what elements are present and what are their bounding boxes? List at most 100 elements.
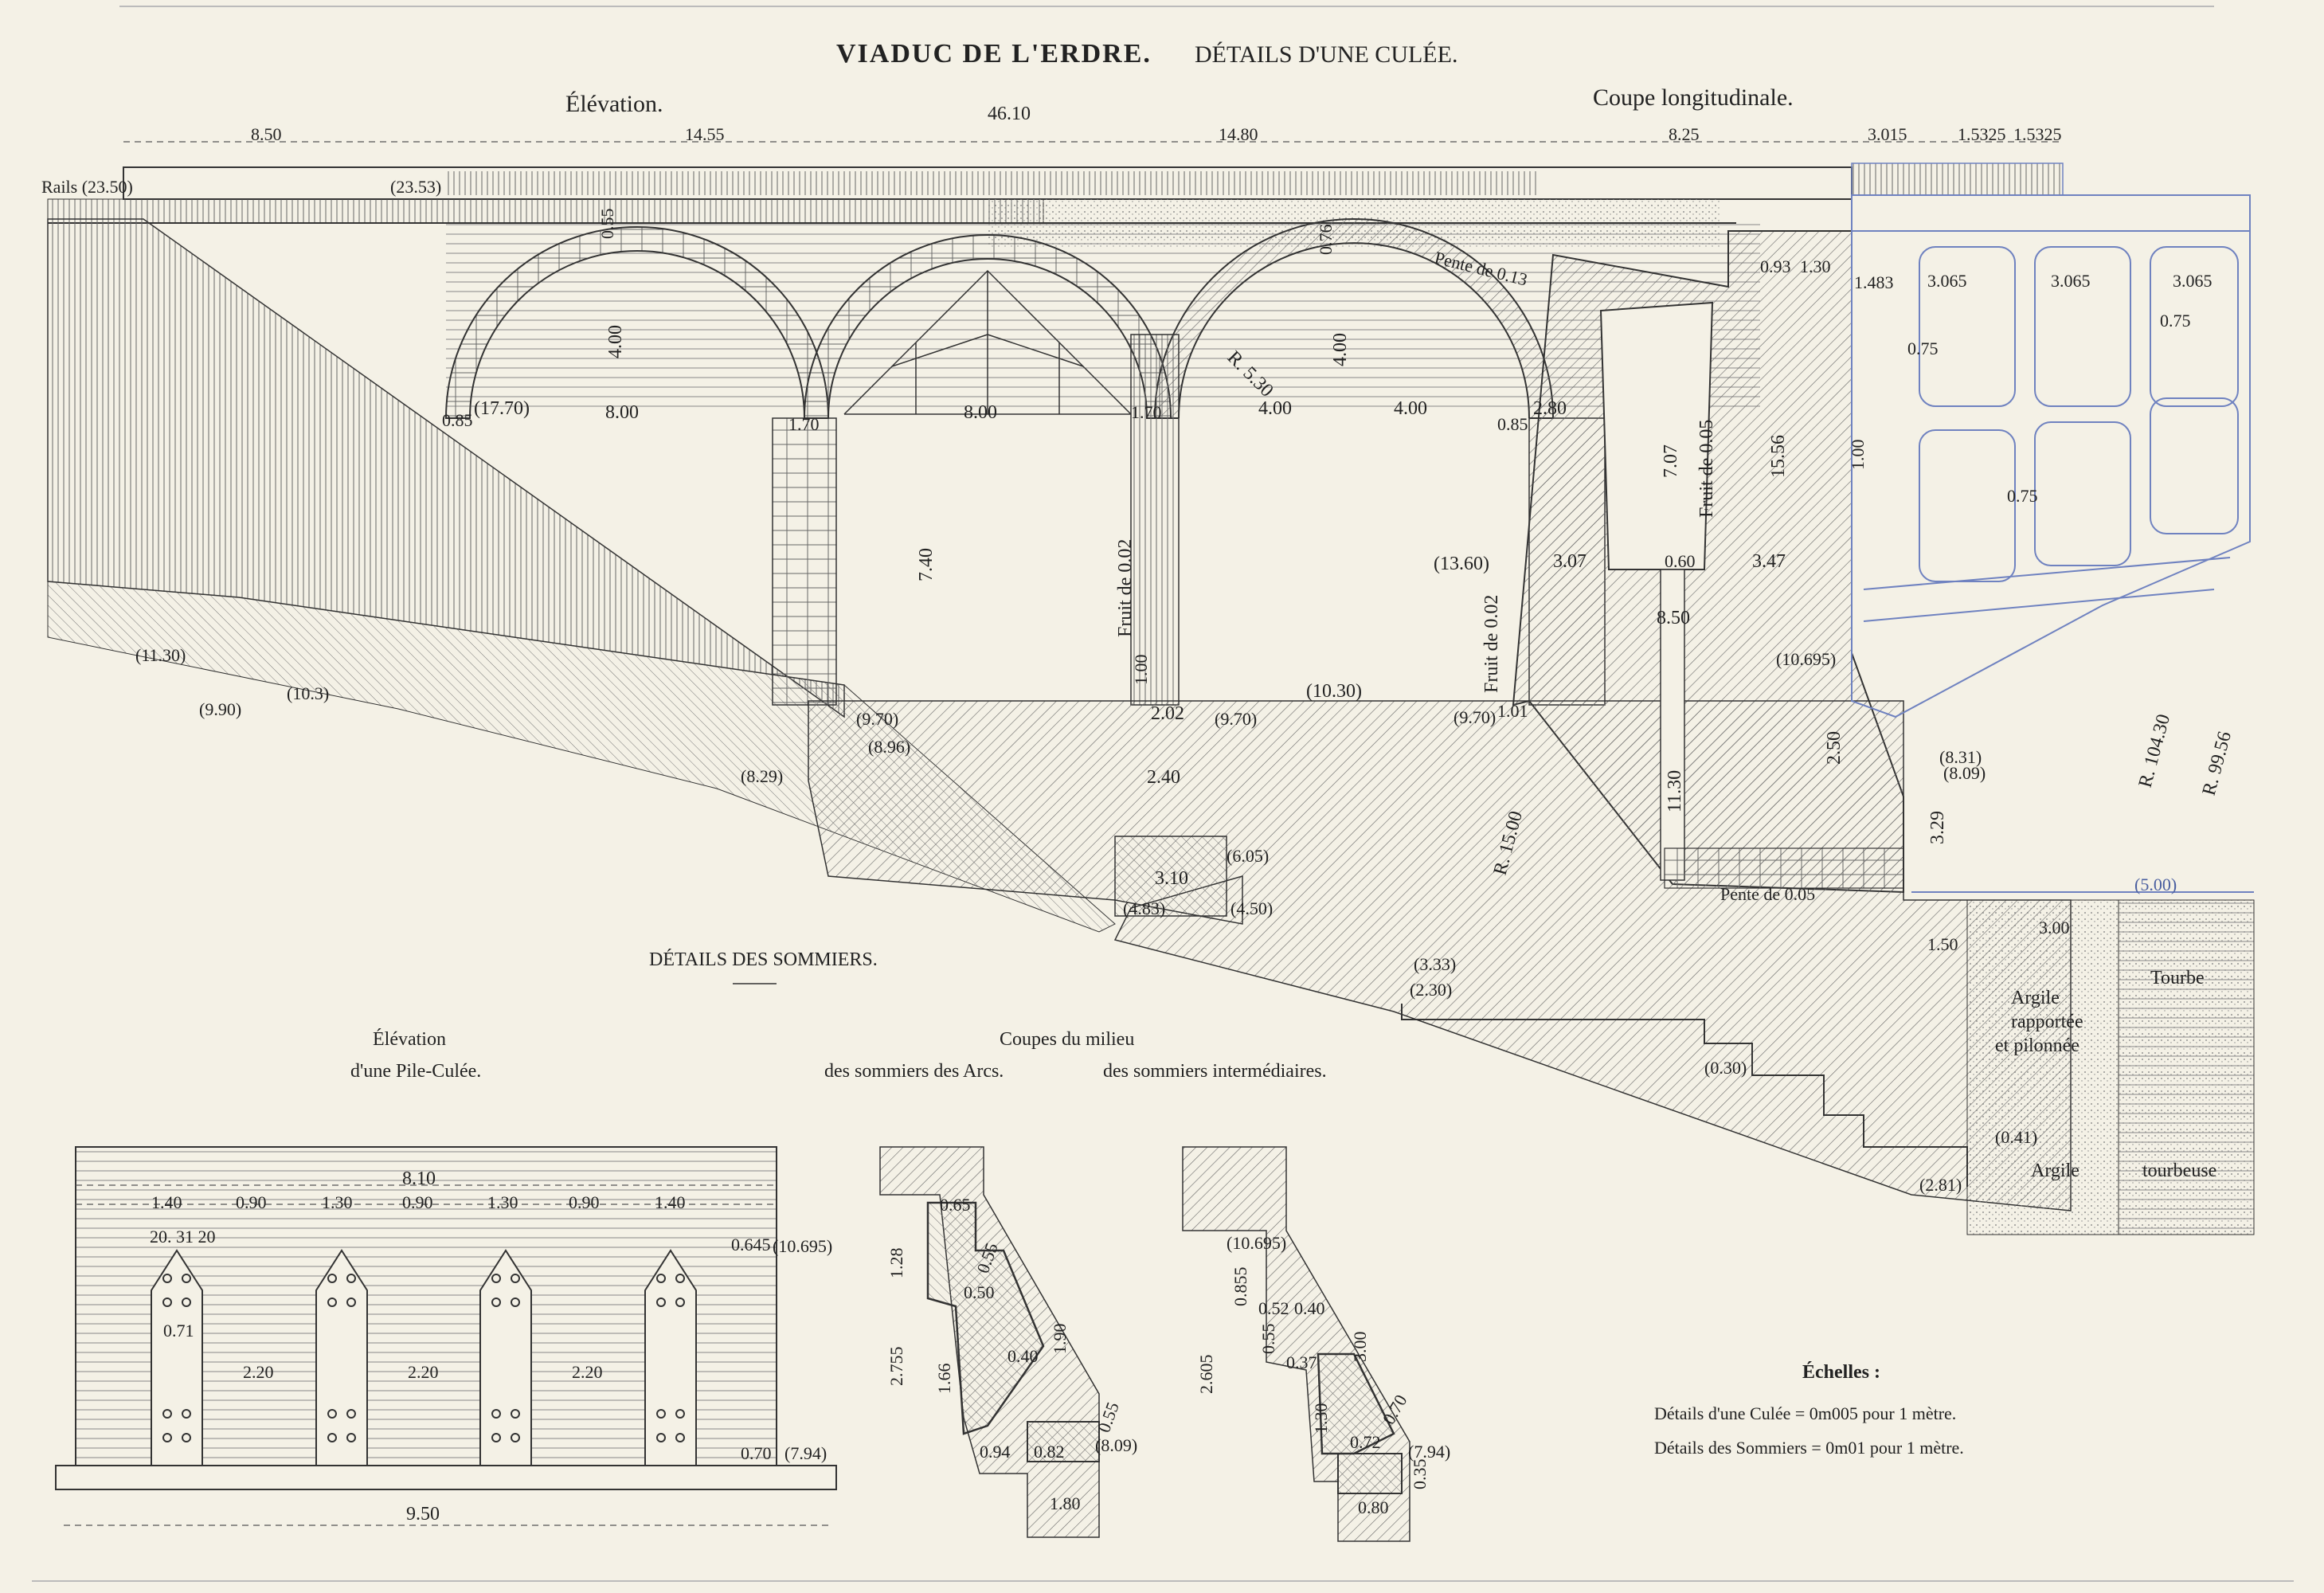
section-intermediate-springer: (10.695) 2.605 0.855 0.52 0.55 0.37 0.40… xyxy=(1182,1146,1450,1542)
dim-label: 1.30 xyxy=(1800,256,1831,276)
dim-label: 1.50 xyxy=(1927,934,1958,954)
dim-label: 2.80 xyxy=(1533,398,1567,419)
dim-label: 0.85 xyxy=(1497,414,1528,434)
rails-label: Rails (23.50) xyxy=(41,177,133,197)
steel-framing xyxy=(1851,194,2251,718)
pile-seg: 1.30 xyxy=(322,1192,353,1212)
dim-label: 0.75 xyxy=(1907,339,1939,358)
pile-seg: 1.40 xyxy=(151,1192,182,1212)
level-label: (8.96) xyxy=(868,737,910,757)
pile-small: 0.645 xyxy=(731,1235,771,1254)
dim-seg-3: 14.80 xyxy=(1219,124,1258,144)
section-arc-springer: 0.65 1.28 2.755 1.66 0.50 0.55 0.40 1.90… xyxy=(879,1146,1137,1538)
dim-label: 1.01 xyxy=(1497,701,1528,721)
dim-label: 1.00 xyxy=(1131,655,1151,686)
pile-seg: 0.90 xyxy=(236,1192,267,1212)
inter-dim: 1.30 xyxy=(1311,1403,1331,1434)
level-label: (9.70) xyxy=(1215,709,1257,729)
svg-text:Détails des Sommiers = 0m01 po: Détails des Sommiers = 0m01 pour 1 mètre… xyxy=(1654,1438,1964,1458)
svg-text:Échelles :: Échelles : xyxy=(1802,1362,1880,1383)
arc-dim: 0.82 xyxy=(1034,1442,1065,1462)
dim-label: 0.75 xyxy=(2007,486,2038,506)
pile-seg: 1.40 xyxy=(655,1192,686,1212)
dim-seg-1: 8.50 xyxy=(251,124,282,144)
inter-dim: 3.00 xyxy=(1350,1332,1370,1363)
level-label: (17.70) xyxy=(474,398,530,419)
inter-dim: 0.855 xyxy=(1230,1267,1250,1307)
svg-text:des sommiers des Arcs.: des sommiers des Arcs. xyxy=(824,1061,1004,1082)
level-label: (8.31) xyxy=(1939,747,1982,767)
top-dimension-chain: 46.10 8.50 14.55 14.80 8.25 3.015 1.5325… xyxy=(123,104,2063,144)
dim-label: 7.07 xyxy=(1661,444,1681,478)
pile-inner: 2.20 xyxy=(572,1362,603,1382)
level-label: (8.09) xyxy=(1943,763,1986,783)
dim-label: 0.93 xyxy=(1760,256,1791,276)
level-label: (2.30) xyxy=(1410,980,1452,1000)
dim-label: 8.00 xyxy=(605,402,639,423)
arc-dim: 0.50 xyxy=(964,1282,995,1302)
arc-dim: 2.755 xyxy=(886,1347,906,1387)
soil-label: et pilonnée xyxy=(1995,1035,2079,1056)
abutment-section xyxy=(808,230,2072,1211)
dim-label: 0.85 xyxy=(442,410,473,430)
r1-label: R. 104.30 xyxy=(2135,712,2174,790)
dim-label: 3.07 xyxy=(1553,551,1587,572)
svg-text:des sommiers intermédiaires.: des sommiers intermédiaires. xyxy=(1103,1061,1327,1082)
inter-dim: 0.52 xyxy=(1258,1298,1289,1318)
sommiers-heading: DÉTAILS DES SOMMIERS. Élévation d'une Pi… xyxy=(350,949,1327,1082)
dim-label: 1.00 xyxy=(1848,440,1868,471)
pile-seg: 0.90 xyxy=(569,1192,600,1212)
dim-label: 3.47 xyxy=(1752,551,1786,572)
inter-dim: 0.40 xyxy=(1294,1298,1325,1318)
scales-note: Échelles : Détails d'une Culée = 0m005 p… xyxy=(1654,1362,1964,1458)
level-label: (3.33) xyxy=(1414,954,1456,974)
dim-label: 1.483 xyxy=(1854,272,1894,292)
arch-centering xyxy=(843,269,1132,415)
level-label: (2.81) xyxy=(1919,1175,1962,1195)
level-label: (4.50) xyxy=(1230,898,1273,918)
inter-dim: (10.695) xyxy=(1227,1233,1286,1253)
level-label: (10.695) xyxy=(1776,649,1836,669)
dim-label: 0.76 xyxy=(1316,225,1336,256)
dim-total: 46.10 xyxy=(988,104,1031,124)
arc-level: (8.09) xyxy=(1095,1435,1137,1455)
level-label: (0.41) xyxy=(1995,1127,2037,1147)
dim-label: 8.00 xyxy=(964,402,997,423)
soil-label: tourbeuse xyxy=(2142,1161,2216,1181)
fruit3-label: Fruit de 0.05 xyxy=(1696,420,1717,518)
dim-label: 3.065 xyxy=(1927,271,1967,291)
pile-small: 20. 31 20 xyxy=(150,1227,216,1247)
dim-label: 15.56 xyxy=(1768,435,1789,478)
arc-dim: 0.40 xyxy=(1007,1346,1039,1366)
pile-small: 0.70 xyxy=(741,1443,772,1463)
dim-seg-5: 3.015 xyxy=(1868,124,1907,144)
dim-label: 4.00 xyxy=(1394,398,1427,419)
level-label: (6.05) xyxy=(1227,846,1269,866)
level-label: (9.70) xyxy=(856,709,898,729)
dim-label: 7.40 xyxy=(916,548,937,581)
dim-label: 1.70 xyxy=(1131,402,1162,422)
level-label: (4.83) xyxy=(1123,898,1165,918)
dim-label: 2.50 xyxy=(1824,731,1845,765)
dim-label: 11.30 xyxy=(1665,770,1685,812)
dim-label: 0.55 xyxy=(597,209,617,240)
fruit1-label: Fruit de 0.02 xyxy=(1115,539,1136,637)
embankment xyxy=(47,218,1116,933)
dim-label: 2.02 xyxy=(1151,703,1184,724)
dim-label: 4.00 xyxy=(1330,333,1351,366)
soil-profile xyxy=(1911,891,2255,1235)
inter-dim: 0.37 xyxy=(1286,1352,1317,1372)
arches xyxy=(444,218,1555,705)
level-label: (5.00) xyxy=(2134,875,2177,894)
level-label: (0.30) xyxy=(1704,1058,1747,1078)
inter-dim: 2.605 xyxy=(1196,1355,1216,1395)
pile-inner: 2.20 xyxy=(243,1362,274,1382)
svg-text:Détails d'une Culée = 0m005 po: Détails d'une Culée = 0m005 pour 1 mètre… xyxy=(1654,1403,1956,1423)
inter-dim: 0.80 xyxy=(1358,1497,1389,1517)
level-label: (9.90) xyxy=(199,699,241,719)
dim-label: 0.60 xyxy=(1665,551,1696,571)
pile-total-bottom: 9.50 xyxy=(406,1504,440,1525)
dim-label: 3.10 xyxy=(1155,868,1188,889)
rail-level: (23.53) xyxy=(390,177,441,197)
